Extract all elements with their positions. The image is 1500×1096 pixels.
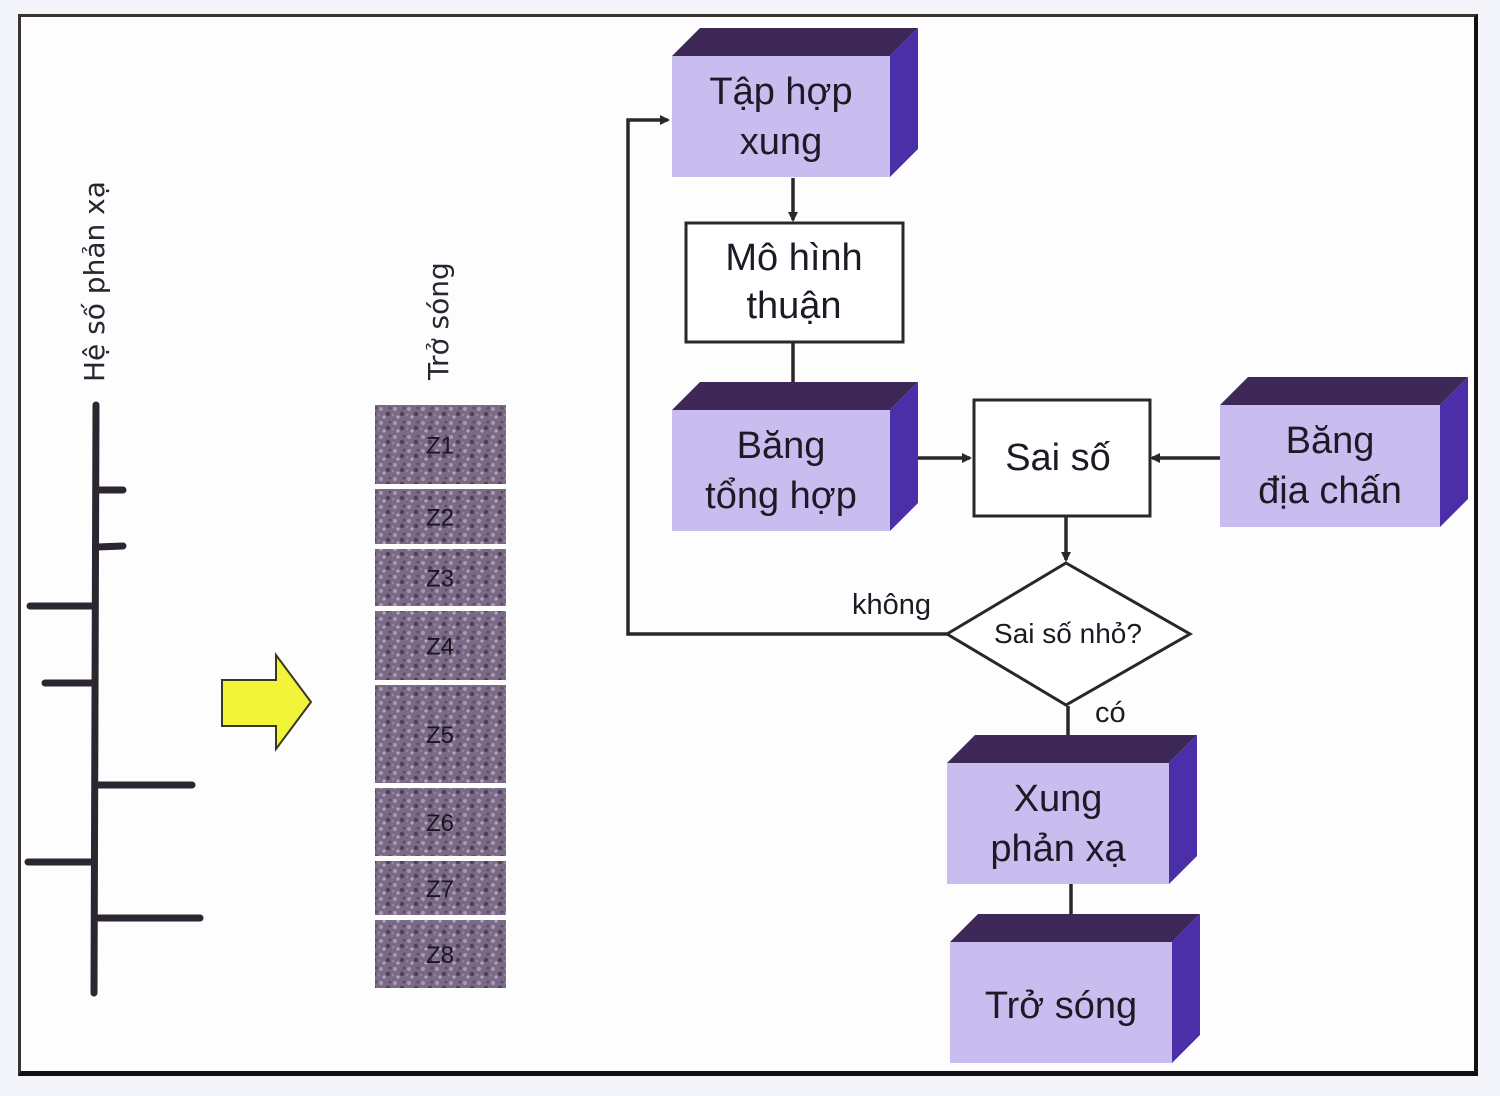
impedance-layer-label: Z4 [426, 634, 454, 661]
forward-model-line2: thuận [746, 285, 841, 327]
connector-no-loop [626, 115, 947, 636]
impedance-label: Trở sóng [985, 985, 1137, 1027]
impedance-layer: Z5 [375, 685, 506, 783]
impedance-layer-fill [375, 549, 506, 606]
impedance-layer: Z6 [375, 788, 506, 856]
impedance-layer-fill [375, 489, 506, 544]
box-front-face [672, 56, 890, 177]
impedance-layer-label: Z2 [426, 505, 454, 532]
impedance-column-label: Trở sóng [422, 262, 455, 381]
impedance-layer-label: Z8 [426, 942, 454, 969]
synthetic-trace-line1: Băng [737, 425, 826, 467]
reflectivity-axis [90, 401, 100, 997]
impedance-node: Trở sóng [950, 914, 1200, 1063]
box-front-face [947, 763, 1169, 884]
impedance-layer: Z4 [375, 611, 506, 680]
pulse-set-line2: xung [740, 121, 822, 163]
seismic-trace-node: Băng địa chấn [1220, 377, 1468, 527]
impedance-layer-label: Z7 [426, 876, 454, 903]
box-side-face [1172, 914, 1200, 1063]
impedance-layer: Z7 [375, 861, 506, 915]
box-side-face [890, 382, 918, 531]
impedance-layer-label: Z6 [426, 810, 454, 837]
box-top-face [672, 28, 918, 56]
error-label: Sai số [1005, 437, 1111, 479]
seismic-trace-line2: địa chấn [1258, 470, 1402, 512]
impedance-layer: Z3 [375, 549, 506, 606]
box-side-face [1169, 735, 1197, 884]
impedance-layer: Z1 [375, 405, 506, 484]
impedance-layer-label: Z1 [426, 433, 454, 460]
box-side-face [890, 28, 918, 177]
box-side-face [1440, 377, 1468, 527]
yes-label: có [1095, 697, 1126, 729]
forward-model-line1: Mô hình [725, 237, 862, 279]
box-top-face [672, 382, 918, 410]
impedance-layer-fill [375, 788, 506, 856]
box-top-face [947, 735, 1197, 763]
impedance-layer-fill [375, 611, 506, 680]
error-node: Sai số [972, 398, 1152, 518]
diagram-frame [18, 14, 1478, 1076]
box-top-face [1220, 377, 1468, 405]
impedance-layer: Z8 [375, 920, 506, 988]
reflectivity-label: Hệ số phản xạ [78, 181, 111, 382]
box-front-face [672, 410, 890, 531]
impedance-layer-label: Z5 [426, 722, 454, 749]
seismic-trace-line1: Băng [1286, 420, 1375, 462]
right-arrow-icon [221, 651, 313, 753]
synthetic-trace-line2: tổng hợp [705, 475, 857, 517]
impedance-layer-fill [375, 861, 506, 915]
reflection-pulse-line1: Xung [1014, 778, 1103, 820]
impedance-layer-fill [375, 685, 506, 783]
impedance-layer-fill [375, 405, 506, 484]
decision-node: Sai số nhỏ? [944, 561, 1194, 707]
impedance-layer-label: Z3 [426, 566, 454, 593]
reflectivity-series [24, 401, 204, 997]
pulse-set-node: Tập hợp xung [672, 28, 918, 177]
pulse-set-line1: Tập hợp [709, 71, 852, 113]
box-front-face [950, 942, 1172, 1063]
reflectivity-spike [93, 542, 127, 551]
impedance-layer: Z2 [375, 489, 506, 544]
synthetic-trace-node: Băng tổng hợp [672, 382, 918, 531]
impedance-layer-fill [375, 920, 506, 988]
decision-label: Sai số nhỏ? [994, 618, 1142, 649]
box-top-face [950, 914, 1200, 942]
no-label: không [852, 589, 931, 621]
box-front-face [1220, 405, 1440, 527]
forward-model-node: Mô hình thuận [684, 221, 905, 344]
reflection-pulse-node: Xung phản xạ [947, 735, 1197, 884]
reflection-pulse-line2: phản xạ [990, 828, 1126, 870]
